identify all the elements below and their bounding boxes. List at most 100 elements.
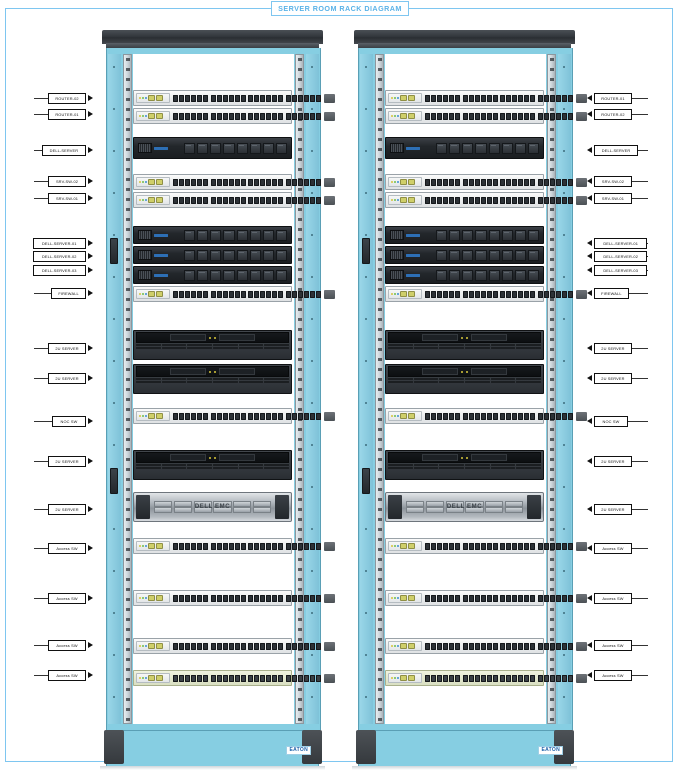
rack-unit-dell-server-03[interactable] (385, 266, 544, 284)
device-callout-label[interactable]: Access SW (48, 669, 86, 681)
rack-unit-access-sw[interactable] (133, 670, 335, 686)
callout-leader-line (34, 114, 49, 115)
rack-unit-dell-emc[interactable]: DELL EMC (133, 492, 292, 522)
ethernet-port-icon (315, 412, 321, 420)
drive-bay (527, 269, 539, 281)
rack-unit-firewall[interactable] (385, 286, 587, 302)
device-callout-label[interactable]: FIREWALL (594, 287, 629, 299)
rail-screw-dot (311, 276, 313, 278)
device-callout-label[interactable]: ROUTER-02 (594, 108, 632, 120)
rack-unit-2u-server[interactable] (133, 450, 292, 480)
rack-unit-router-01[interactable] (385, 108, 587, 124)
device-callout-label[interactable]: SRV-SW-02 (594, 175, 632, 187)
rack-unit-access-sw[interactable] (133, 638, 335, 654)
ethernet-port-icon (240, 542, 246, 550)
rack-rail-left (108, 54, 121, 724)
callout-leader-line (34, 509, 49, 510)
rack-unit-access-sw[interactable] (385, 638, 587, 654)
rack-unit-2u-server[interactable] (133, 364, 292, 394)
device-callout-label[interactable]: 2U SERVER (48, 342, 86, 354)
rack-unit-2u-server[interactable] (385, 450, 544, 480)
device-callout-label[interactable]: 2U SERVER (594, 342, 632, 354)
rack-unit-srv-sw-01[interactable] (385, 192, 587, 208)
rack-unit-srv-sw-02[interactable] (133, 174, 335, 190)
device-callout-text: FIREWALL (58, 290, 79, 296)
device-callout-label[interactable]: DELL-SERVER (41, 144, 86, 156)
rack-unit-firewall[interactable] (133, 286, 335, 302)
rack-unit-access-sw[interactable] (385, 538, 587, 554)
switch-port-bank (425, 94, 573, 103)
rack-unit-access-sw[interactable] (133, 590, 335, 606)
device-callout-label[interactable]: DELL-SERVER-02 (32, 250, 86, 262)
rack-unit-dell-server-02[interactable] (133, 246, 292, 264)
device-callout-label[interactable]: ROUTER-01 (594, 92, 632, 104)
device-callout-label[interactable]: DELL-SERVER-01 (32, 237, 86, 249)
device-callout-label[interactable]: NOC SW (52, 415, 86, 427)
rack-unit-dell-server-03[interactable] (133, 266, 292, 284)
rack-unit-dell-server-01[interactable] (133, 226, 292, 244)
rack-unit-noc-sw[interactable] (385, 408, 587, 424)
rack-unit-access-sw[interactable] (385, 670, 587, 686)
device-callout-label[interactable]: 2U SERVER (48, 372, 86, 384)
rack-unit-router-02[interactable] (133, 90, 335, 106)
device-callout-label[interactable]: Access SW (594, 592, 632, 604)
rail-screw-dot (311, 234, 313, 236)
device-callout-label[interactable]: DELL-SERVER-01 (594, 237, 648, 249)
rack-unit-srv-sw-01[interactable] (133, 192, 335, 208)
ethernet-port-icon (216, 178, 222, 186)
rack-unit-router-02[interactable] (385, 90, 587, 106)
ethernet-port-icon (454, 196, 461, 204)
rack-unit-access-sw[interactable] (385, 590, 587, 606)
device-callout-label[interactable]: Access SW (594, 639, 632, 651)
ethernet-port-icon (436, 412, 443, 420)
device-callout-label[interactable]: NOC SW (594, 415, 628, 427)
device-callout-label[interactable]: 2U SERVER (48, 503, 86, 515)
switch-console-panel (136, 111, 170, 121)
status-led-icon (214, 336, 216, 339)
device-callout-label[interactable]: DELL-SERVER-02 (594, 250, 648, 262)
device-callout-label[interactable]: DELL-SERVER (594, 144, 639, 156)
rack-unit-dell-emc[interactable]: DELL EMC (385, 492, 544, 522)
device-callout-label[interactable]: DELL-SERVER-03 (32, 264, 86, 276)
rack-unit-access-sw[interactable] (133, 538, 335, 554)
device-callout-label[interactable]: Access SW (48, 592, 86, 604)
ethernet-port-icon (537, 542, 544, 550)
device-callout-label[interactable]: SRV-SW-02 (48, 175, 86, 187)
rack-unit-srv-sw-02[interactable] (385, 174, 587, 190)
device-callout-label[interactable]: SRV-SW-01 (594, 192, 632, 204)
ethernet-port-icon (222, 642, 228, 650)
rack-unit-dell-server[interactable] (133, 137, 292, 159)
device-callout-label[interactable]: Access SW (48, 639, 86, 651)
device-callout-label[interactable]: Access SW (594, 542, 632, 554)
ethernet-port-icon (486, 542, 492, 550)
device-callout-label[interactable]: 2U SERVER (594, 503, 632, 515)
rack-unit-dell-server-01[interactable] (385, 226, 544, 244)
device-callout-label[interactable]: 2U SERVER (48, 455, 86, 467)
device-callout-label[interactable]: FIREWALL (51, 287, 86, 299)
rack-unit-2u-server[interactable] (385, 330, 544, 360)
rack-unit-router-01[interactable] (133, 108, 335, 124)
rack-unit-dell-server[interactable] (385, 137, 544, 159)
device-callout-label[interactable]: 2U SERVER (594, 455, 632, 467)
rail-screw-dot (563, 402, 565, 404)
switch-uplink-module (575, 593, 587, 603)
ethernet-port-icon (518, 178, 524, 186)
device-callout-label[interactable]: ROUTER-02 (48, 92, 86, 104)
sfp-port-icon (400, 197, 407, 203)
ethernet-port-icon (486, 178, 492, 186)
device-callout-label[interactable]: 2U SERVER (594, 372, 632, 384)
device-callout-label[interactable]: DELL-SERVER-03 (594, 264, 648, 276)
ethernet-port-icon (436, 642, 443, 650)
status-led-icon (391, 545, 393, 547)
device-callout-label[interactable]: ROUTER-01 (48, 108, 86, 120)
device-callout-text: 2U SERVER (601, 345, 625, 351)
device-callout-label[interactable]: SRV-SW-01 (48, 192, 86, 204)
rack-unit-noc-sw[interactable] (133, 408, 335, 424)
ethernet-port-icon (462, 196, 468, 204)
rack-unit-dell-server-02[interactable] (385, 246, 544, 264)
device-callout-label[interactable]: Access SW (594, 669, 632, 681)
device-callout-label[interactable]: Access SW (48, 542, 86, 554)
rack-unit-2u-server[interactable] (133, 330, 292, 360)
rack-unit-2u-server[interactable] (385, 364, 544, 394)
callout-arrow-icon (587, 240, 592, 246)
